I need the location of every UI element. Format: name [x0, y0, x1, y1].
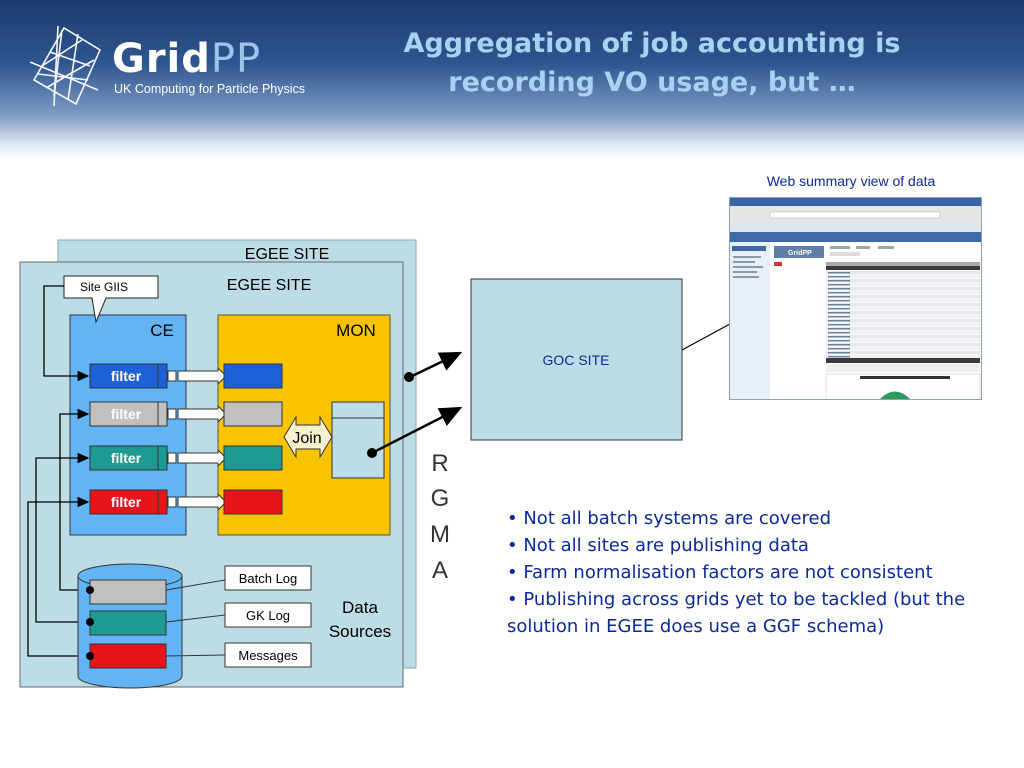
gk-log-label: GK Log — [246, 608, 290, 623]
grid-mesh-icon — [29, 25, 102, 107]
site-giis-label: Site GIIS — [80, 280, 128, 294]
logo-subtitle: UK Computing for Particle Physics — [114, 82, 306, 96]
web-summary-caption: Web summary view of data — [766, 173, 936, 189]
goc-site-box — [470, 278, 683, 441]
web-summary-mini-logo: GridPP — [788, 250, 812, 257]
rgma-letter-a: A — [432, 557, 448, 584]
filter-blue: filter — [89, 363, 168, 389]
mon-table-dot — [367, 448, 377, 458]
svg-text:filter: filter — [111, 494, 142, 510]
batch-log-label: Batch Log — [239, 571, 298, 586]
filter-teal: filter — [89, 445, 168, 471]
web-summary-table — [826, 271, 980, 359]
svg-text:filter: filter — [111, 450, 142, 466]
filter-connectors — [167, 366, 227, 512]
messages-box — [224, 642, 312, 668]
data-sources-label-line-2: Sources — [329, 622, 391, 641]
logo-wordmark: GridPP — [112, 36, 262, 82]
slide-title: Aggregation of job accounting is recordi… — [372, 24, 932, 102]
bullet-item: • Farm normalisation factors are not con… — [507, 562, 933, 583]
rgma-arrows — [371, 351, 463, 455]
bullet-list: • Not all batch systems are covered • No… — [507, 505, 1007, 640]
data-sources-label-line-1: Data — [342, 598, 378, 617]
egee-site-back-label: EGEE SITE — [245, 246, 329, 263]
feed-lines — [27, 285, 90, 657]
egee-site-front-label: EGEE SITE — [227, 277, 311, 294]
rgma-letter-r: R — [431, 450, 448, 477]
svg-text:filter: filter — [111, 368, 142, 384]
data-source-dots — [86, 586, 94, 660]
rgma-letter-g: G — [431, 485, 450, 512]
web-summary-thumbnail: GridPP — [730, 198, 981, 399]
slide-title-line-1: Aggregation of job accounting is — [403, 28, 901, 59]
gk-log-box — [224, 602, 312, 628]
rgma-letter-m: M — [430, 521, 450, 548]
bullet-item: • Publishing across grids yet to be tack… — [507, 589, 966, 637]
filter-grey: filter — [89, 401, 168, 427]
data-source-red — [89, 643, 167, 669]
mon-buffer-grey — [223, 401, 283, 427]
join-label: Join — [292, 430, 321, 447]
messages-label: Messages — [238, 648, 298, 663]
ce-label: CE — [150, 321, 174, 340]
mon-label: MON — [336, 321, 376, 340]
slide-title-line-2: recording VO usage, but … — [448, 67, 856, 98]
bullet-item: • Not all sites are publishing data — [507, 535, 809, 556]
mon-output-dot — [404, 372, 414, 382]
header-banner: GridPP UK Computing for Particle Physics… — [0, 0, 1024, 160]
site-giis-callout — [63, 275, 159, 324]
mon-buffer-red — [223, 489, 283, 515]
goc-site-label: GOC SITE — [543, 352, 610, 368]
bullet-item: • Not all batch systems are covered — [507, 508, 832, 529]
mon-buffer-teal — [223, 445, 283, 471]
mon-buffer-blue — [223, 363, 283, 389]
batch-log-box — [224, 565, 312, 591]
filter-red: filter — [89, 489, 168, 515]
mon-table — [331, 401, 385, 479]
data-source-teal — [89, 610, 167, 636]
web-summary-screenshot: GridPP — [729, 197, 982, 400]
data-source-grey — [89, 579, 167, 605]
svg-text:filter: filter — [111, 406, 142, 422]
